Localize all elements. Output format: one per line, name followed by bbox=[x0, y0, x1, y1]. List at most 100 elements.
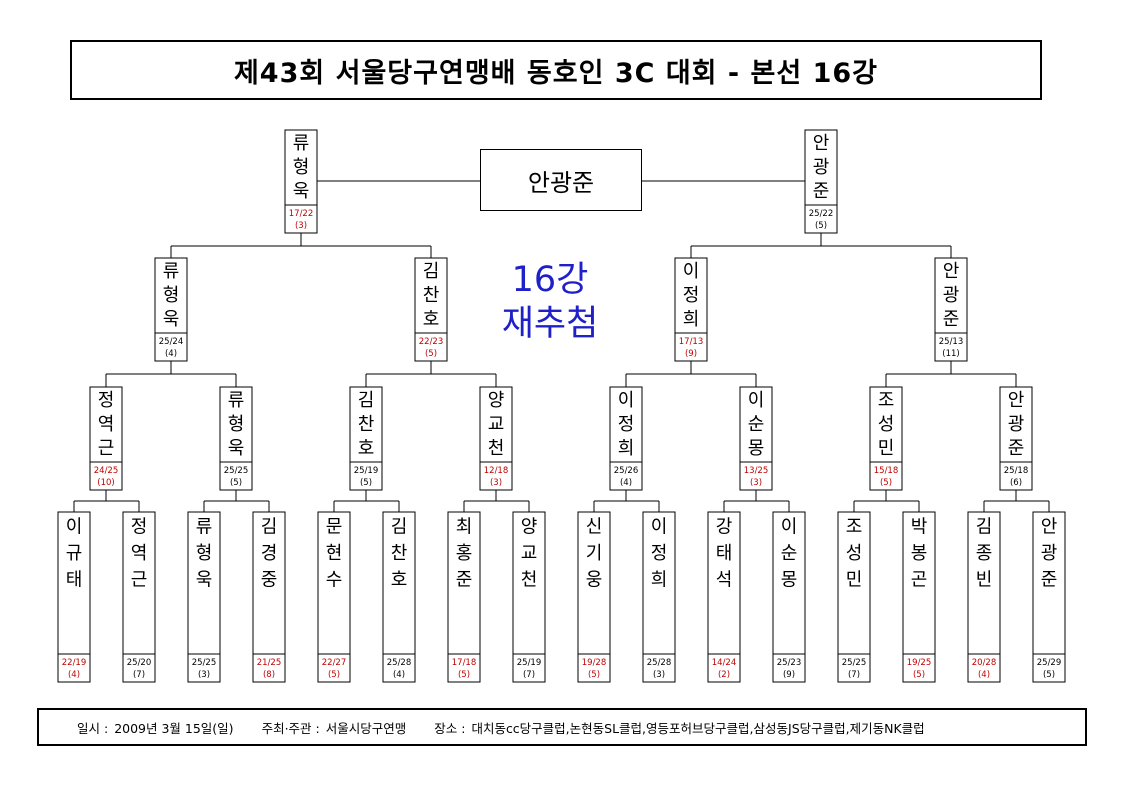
player-name-char: 이 bbox=[618, 390, 635, 411]
player-name-char: 준 bbox=[1041, 570, 1058, 591]
player-box-r16-15 bbox=[1032, 511, 1066, 683]
player-score: 12/18 bbox=[484, 466, 509, 476]
champion-box: 안광준 bbox=[480, 149, 642, 211]
player-name-char: 준 bbox=[813, 181, 830, 202]
player-score: 19/25 bbox=[907, 658, 932, 668]
player-innings: (4) bbox=[165, 349, 177, 359]
player-box-r16-0 bbox=[57, 511, 91, 683]
player-name-char: 순 bbox=[781, 543, 798, 564]
player-name-char: 양 bbox=[521, 516, 538, 537]
player-name-char: 교 bbox=[488, 414, 505, 435]
player-name-char: 정 bbox=[98, 390, 115, 411]
player-box-final-1 bbox=[804, 129, 838, 234]
player-name-char: 석 bbox=[716, 570, 733, 591]
player-score: 17/18 bbox=[452, 658, 477, 668]
player-name-char: 형 bbox=[293, 157, 310, 178]
player-box-r16-12 bbox=[837, 511, 871, 683]
player-innings: (4) bbox=[68, 670, 80, 680]
player-name-char: 몽 bbox=[781, 570, 798, 591]
player-box-r16-9 bbox=[642, 511, 676, 683]
player-name-char: 웅 bbox=[586, 570, 603, 591]
player-name-char: 안 bbox=[813, 133, 830, 154]
player-name-char: 규 bbox=[66, 543, 83, 564]
player-score: 25/18 bbox=[1004, 466, 1029, 476]
player-score: 25/22 bbox=[809, 209, 834, 219]
player-name-char: 류 bbox=[196, 516, 213, 537]
host-label: 주최·주관 : bbox=[261, 720, 320, 736]
player-box-r16-4 bbox=[317, 511, 351, 683]
player-name-char: 정 bbox=[618, 414, 635, 435]
player-innings: (3) bbox=[198, 670, 210, 680]
player-name-char: 기 bbox=[586, 543, 603, 564]
player-name-char: 형 bbox=[163, 285, 180, 306]
player-name-char: 양 bbox=[488, 390, 505, 411]
player-score: 25/28 bbox=[387, 658, 412, 668]
player-score: 19/28 bbox=[582, 658, 607, 668]
player-name-char: 준 bbox=[1008, 438, 1025, 459]
player-score: 21/25 bbox=[257, 658, 282, 668]
player-name-char: 이 bbox=[781, 516, 798, 537]
player-name-char: 희 bbox=[618, 438, 635, 459]
player-innings: (5) bbox=[230, 478, 242, 488]
player-score: 25/25 bbox=[192, 658, 217, 668]
player-score: 25/25 bbox=[224, 466, 249, 476]
player-name-char: 천 bbox=[521, 570, 538, 591]
venue-label: 장소 : bbox=[434, 720, 466, 736]
player-name-char: 현 bbox=[326, 543, 343, 564]
player-score: 25/24 bbox=[159, 337, 184, 347]
player-innings: (6) bbox=[1010, 478, 1022, 488]
player-name-char: 강 bbox=[716, 516, 733, 537]
player-innings: (3) bbox=[750, 478, 762, 488]
event-host: 서울시당구연맹 bbox=[325, 720, 407, 736]
player-name-char: 광 bbox=[813, 157, 830, 178]
player-innings: (5) bbox=[425, 349, 437, 359]
player-score: 15/18 bbox=[874, 466, 899, 476]
player-name-char: 류 bbox=[293, 133, 310, 154]
notice-line-2: 재추첨 bbox=[501, 304, 599, 344]
player-score: 14/24 bbox=[712, 658, 737, 668]
player-name-char: 홍 bbox=[456, 543, 473, 564]
player-innings: (5) bbox=[913, 670, 925, 680]
player-innings: (5) bbox=[880, 478, 892, 488]
player-innings: (5) bbox=[360, 478, 372, 488]
player-name-char: 민 bbox=[846, 570, 863, 591]
player-box-r16-1 bbox=[122, 511, 156, 683]
player-name-char: 곤 bbox=[911, 570, 928, 591]
player-name-char: 이 bbox=[651, 516, 668, 537]
player-name-char: 찬 bbox=[423, 285, 440, 306]
player-name-char: 안 bbox=[943, 261, 960, 282]
player-innings: (4) bbox=[620, 478, 632, 488]
player-name-char: 류 bbox=[163, 261, 180, 282]
player-innings: (5) bbox=[458, 670, 470, 680]
player-innings: (3) bbox=[653, 670, 665, 680]
player-name-char: 봉 bbox=[911, 543, 928, 564]
player-name-char: 이 bbox=[66, 516, 83, 537]
player-name-char: 호 bbox=[358, 438, 375, 459]
player-name-char: 욱 bbox=[293, 181, 310, 202]
player-name-char: 성 bbox=[878, 414, 895, 435]
player-name-char: 민 bbox=[878, 438, 895, 459]
player-name-char: 김 bbox=[261, 516, 278, 537]
player-box-r16-11 bbox=[772, 511, 806, 683]
player-score: 22/27 bbox=[322, 658, 347, 668]
player-innings: (3) bbox=[490, 478, 502, 488]
player-box-qf-4 bbox=[609, 386, 643, 491]
player-name-char: 근 bbox=[98, 438, 115, 459]
player-score: 25/13 bbox=[939, 337, 964, 347]
player-score: 20/28 bbox=[972, 658, 997, 668]
player-name-char: 근 bbox=[131, 570, 148, 591]
player-innings: (10) bbox=[97, 478, 114, 488]
player-name-char: 이 bbox=[683, 261, 700, 282]
player-innings: (5) bbox=[328, 670, 340, 680]
event-venue: 대치동cc당구클럽,논현동SL클럽,영등포허브당구클럽,삼성동JS당구클럽,제기… bbox=[471, 720, 925, 736]
player-box-r16-2 bbox=[187, 511, 221, 683]
player-name-char: 안 bbox=[1041, 516, 1058, 537]
player-name-char: 태 bbox=[716, 543, 733, 564]
player-name-char: 준 bbox=[456, 570, 473, 591]
player-box-qf-5 bbox=[739, 386, 773, 491]
player-box-final-0 bbox=[284, 129, 318, 234]
player-name-char: 교 bbox=[521, 543, 538, 564]
player-name-char: 욱 bbox=[228, 438, 245, 459]
player-innings: (5) bbox=[815, 221, 827, 231]
